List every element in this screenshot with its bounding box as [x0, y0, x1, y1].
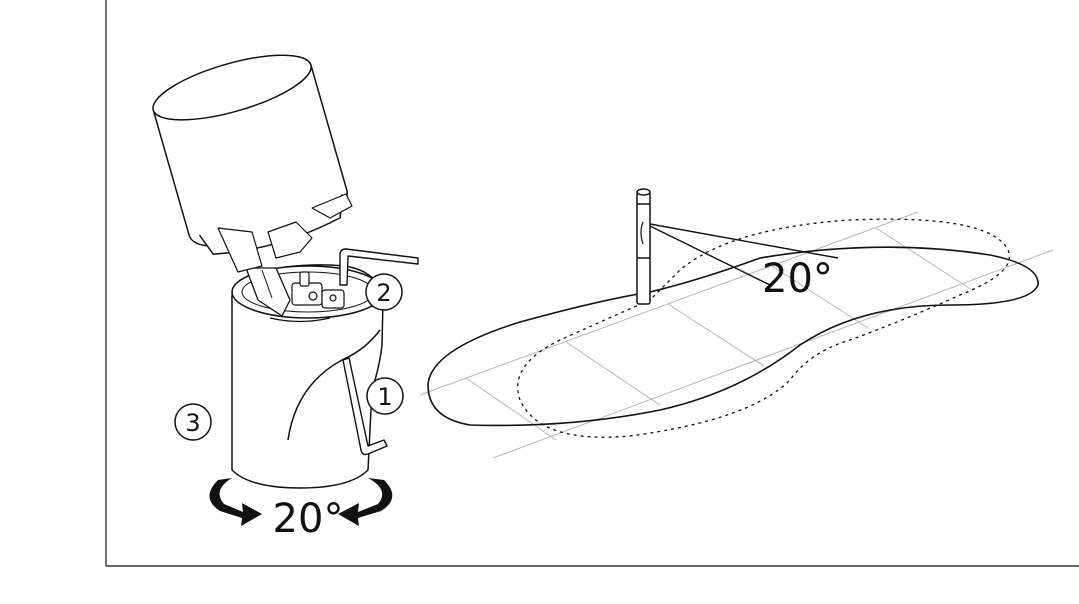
callout-step-3: 3: [174, 403, 212, 441]
spray-angle-lines: [649, 223, 839, 287]
sprinkler-assembly: [152, 54, 419, 526]
sprinkler-riser: [636, 188, 651, 305]
spread-angle-label: 20°: [762, 256, 833, 302]
rotation-arrow-left: [209, 478, 262, 526]
nozzle-neck: [245, 267, 291, 317]
spray-area-before: [517, 218, 1011, 438]
hex-key-top: [339, 248, 419, 286]
diagram-frame: [105, 0, 1079, 567]
callout-step-2-label: 2: [376, 279, 391, 307]
lawn-grid: [419, 211, 1054, 459]
callout-step-1: 1: [366, 377, 404, 415]
rotation-angle-label: 20°: [273, 496, 344, 542]
callout-step-1-label: 1: [377, 383, 392, 411]
callout-step-3-label: 3: [185, 409, 200, 437]
inner-mechanism: [269, 271, 345, 323]
hex-key-side: [342, 357, 388, 456]
nozzle-cap: [152, 54, 348, 255]
spray-area-after: [427, 246, 1039, 427]
rotation-arrow-right: [338, 478, 393, 526]
callout-step-2: 2: [365, 273, 403, 311]
